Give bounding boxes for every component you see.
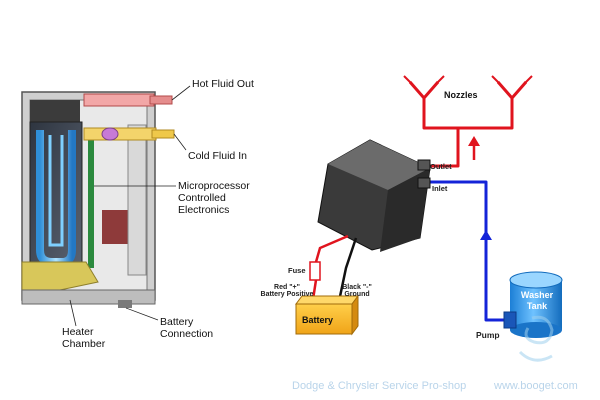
leader-heater-chamber	[69, 299, 77, 327]
label-washer-tank: Washer Tank	[516, 290, 558, 312]
hot-fluid-port	[83, 93, 155, 107]
module-port-inlet	[417, 177, 431, 189]
washer-tank	[503, 271, 563, 338]
leader-cold-fluid	[173, 133, 187, 151]
battery-body	[295, 303, 353, 335]
label-cold-fluid-in: Cold Fluid In	[188, 150, 247, 162]
watermark-url: www.booget.com	[494, 380, 578, 392]
label-washer-tank-line2: Tank	[526, 301, 548, 311]
wire-ground	[336, 237, 358, 307]
nozzle-spray-right	[491, 75, 533, 85]
base-plate	[21, 289, 156, 305]
tank-bottom	[510, 322, 562, 338]
outlet-pipe-red	[408, 81, 528, 168]
heater-module	[317, 139, 431, 252]
leader-lines	[69, 85, 191, 327]
cold-fluid-port	[83, 127, 157, 141]
valve	[101, 127, 119, 141]
label-battery-connection-line2: Connection	[160, 328, 214, 340]
watermark-text: Dodge & Chrysler Service Pro-shop	[292, 380, 467, 392]
label-electronics-line3: Electronics	[178, 204, 230, 216]
hot-fluid-nozzle	[149, 95, 173, 105]
flow-arrow-red-head	[468, 136, 480, 146]
label-pump: Pump	[476, 330, 500, 340]
label-battery-connection: Battery Connection	[160, 316, 213, 340]
fluid-coil-inner	[48, 135, 64, 247]
base-bracket	[21, 261, 99, 291]
leader-battery-connection	[125, 307, 159, 321]
label-fuse: Fuse	[288, 266, 306, 275]
label-black-ground-line1: Black "-"	[342, 284, 372, 291]
leader-hot-fluid	[171, 85, 191, 101]
heater-unit-cutaway	[21, 91, 175, 308]
flow-arrow-blue-head	[480, 230, 492, 240]
label-washer-tank-line1: Washer	[520, 290, 554, 300]
pump-body	[503, 311, 517, 329]
label-red-positive: Red "+" Battery Positive	[252, 284, 322, 298]
watermark-swirl	[524, 315, 554, 345]
label-red-positive-line1: Red "+"	[274, 284, 300, 291]
label-outlet: Outlet	[430, 162, 452, 171]
fuse	[309, 261, 321, 281]
label-electronics: Microprocessor Controlled Electronics	[178, 180, 250, 216]
label-heater-chamber-line2: Chamber	[62, 338, 106, 350]
battery-side	[351, 294, 359, 336]
label-hot-fluid-out: Hot Fluid Out	[192, 78, 254, 90]
label-red-positive-line2: Battery Positive	[260, 291, 314, 298]
label-black-ground-line2: Ground	[344, 291, 370, 298]
battery	[295, 294, 359, 336]
connector	[118, 300, 132, 308]
nozzle-spray-left	[403, 75, 445, 85]
inlet-pipe-blue	[424, 180, 512, 322]
electronics-board	[88, 128, 94, 268]
label-battery-connection-line1: Battery	[160, 316, 194, 328]
tank-top	[509, 271, 563, 289]
side-fin	[127, 124, 147, 276]
module-port-outlet	[417, 159, 431, 171]
watermark-logo	[518, 315, 554, 362]
label-nozzles: Nozzles	[444, 90, 478, 100]
label-inlet: Inlet	[432, 184, 448, 193]
label-electronics-line1: Microprocessor	[178, 180, 250, 192]
label-black-ground: Black "-" Ground	[334, 284, 380, 298]
label-heater-chamber: Heater Chamber	[62, 326, 105, 350]
label-heater-chamber-line1: Heater	[62, 326, 94, 338]
label-battery: Battery	[302, 315, 334, 325]
cold-fluid-nozzle	[151, 129, 175, 139]
label-electronics-line2: Controlled	[178, 192, 226, 204]
chip	[102, 210, 128, 244]
module-front-face	[380, 168, 430, 252]
watermark-swirl-2	[518, 350, 553, 362]
module-top-face	[328, 140, 430, 190]
nozzles-box	[440, 86, 496, 106]
top-cap	[30, 100, 80, 122]
